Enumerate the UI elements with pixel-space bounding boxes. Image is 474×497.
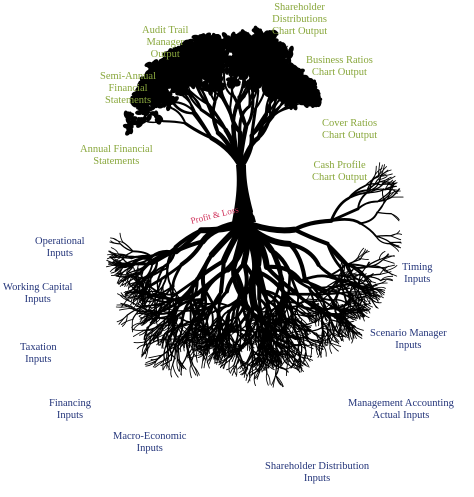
trunk xyxy=(232,165,256,222)
roots xyxy=(105,162,404,388)
canopy xyxy=(122,25,323,171)
